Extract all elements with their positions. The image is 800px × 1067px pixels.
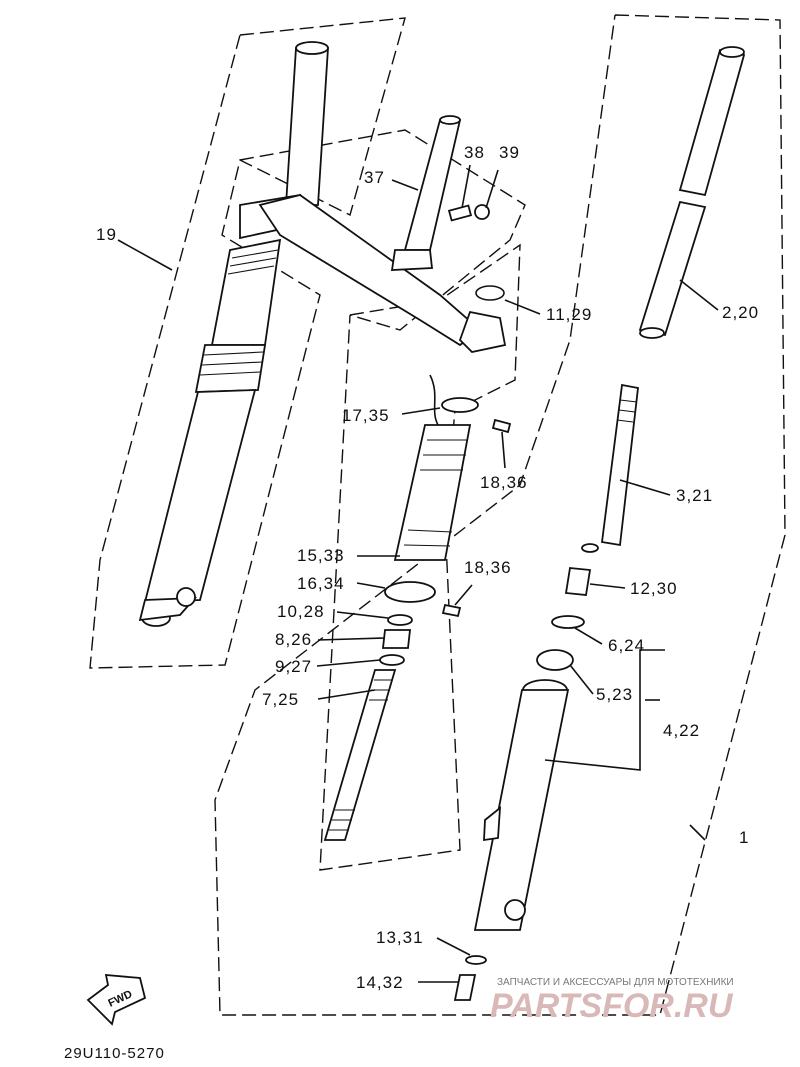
boundary-right-assembly: [214, 14, 786, 1016]
callout-9-27: 9,27: [275, 657, 312, 676]
washer-9: [379, 654, 405, 666]
bolt-18b: [441, 603, 462, 618]
callout-16-34: 16,34: [297, 574, 345, 593]
callout-7-25: 7,25: [262, 690, 299, 709]
washer-13: [465, 955, 487, 965]
callout-12-30: 12,30: [630, 579, 678, 598]
spring-7: [323, 669, 397, 841]
callout-5-23: 5,23: [596, 685, 633, 704]
callout-15-33: 15,33: [297, 546, 345, 565]
tapered-spindle-12: [564, 567, 592, 596]
callout-38: 38: [464, 143, 485, 162]
clamp-ring-17: [441, 397, 479, 413]
guide-16: [384, 581, 436, 603]
steering-stem-37: [258, 115, 507, 353]
callout-13-31: 13,31: [376, 928, 424, 947]
callout-10-28: 10,28: [277, 602, 325, 621]
circlip-10: [387, 614, 413, 626]
fork-assembly-19: [138, 41, 329, 627]
callout-14-32: 14,32: [356, 973, 404, 992]
callout-11-29: 11,29: [546, 305, 592, 324]
callout-37: 37: [364, 168, 385, 187]
callout-6-24: 6,24: [608, 636, 645, 655]
watermark-tagline: ЗАПЧАСТИ И АКСЕССУАРЫ ДЛЯ МОТОТЕХНИКИ: [497, 977, 734, 988]
watermark-site: PARTSFOR.RU: [490, 987, 734, 1025]
callout-2-20: 2,20: [722, 303, 759, 322]
snap-ring-6: [551, 615, 585, 629]
damper-rod-3: [581, 383, 639, 553]
callout-19: 19: [96, 225, 117, 244]
callout-39: 39: [499, 143, 520, 162]
bolt-18a: [491, 418, 512, 434]
outer-tube-4: [473, 679, 570, 931]
callout-8-26: 8,26: [275, 630, 312, 649]
callout-17-35: 17,35: [342, 406, 390, 425]
callout-18-36-b: 18,36: [464, 558, 512, 577]
oil-seal-5: [536, 649, 574, 671]
callout-3-21: 3,21: [676, 486, 713, 505]
bushing-8: [381, 629, 412, 649]
boundary-steering: [239, 129, 526, 331]
diagram-code: 29U110-5270: [64, 1045, 165, 1062]
fork-boot-15: [393, 374, 472, 561]
callout-4-22: 4,22: [663, 721, 700, 740]
bolt-14: [453, 974, 477, 1001]
callout-18-36-a: 18,36: [480, 473, 528, 492]
callout-1: 1: [739, 828, 749, 847]
inner-tube-2: [638, 46, 746, 339]
leader-lines: [117, 164, 719, 983]
fwd-arrow-icon: FWD: [86, 973, 147, 1026]
